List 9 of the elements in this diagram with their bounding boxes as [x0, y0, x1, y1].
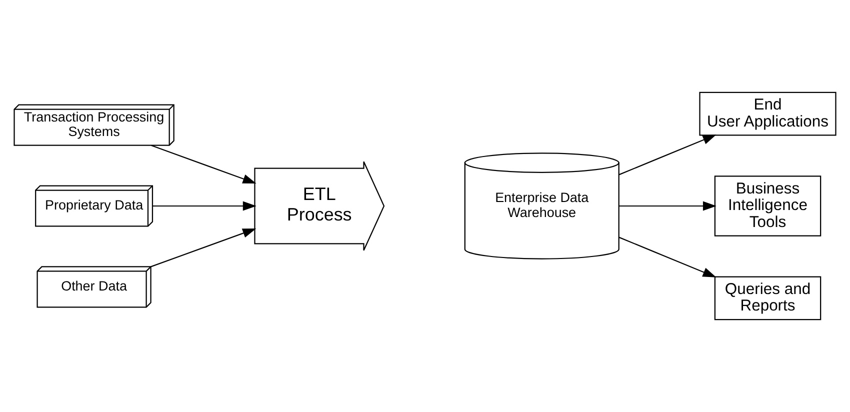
arrow: [150, 228, 256, 268]
arrow: [150, 144, 256, 184]
arrow: [618, 236, 716, 278]
arrow: [152, 201, 256, 211]
arrow: [618, 134, 716, 176]
node-box: Queries and Reports: [714, 276, 822, 320]
arrow: [619, 201, 716, 211]
node-box: End User Applications: [699, 92, 836, 136]
node-box: Business Intelligence Tools: [714, 176, 822, 236]
